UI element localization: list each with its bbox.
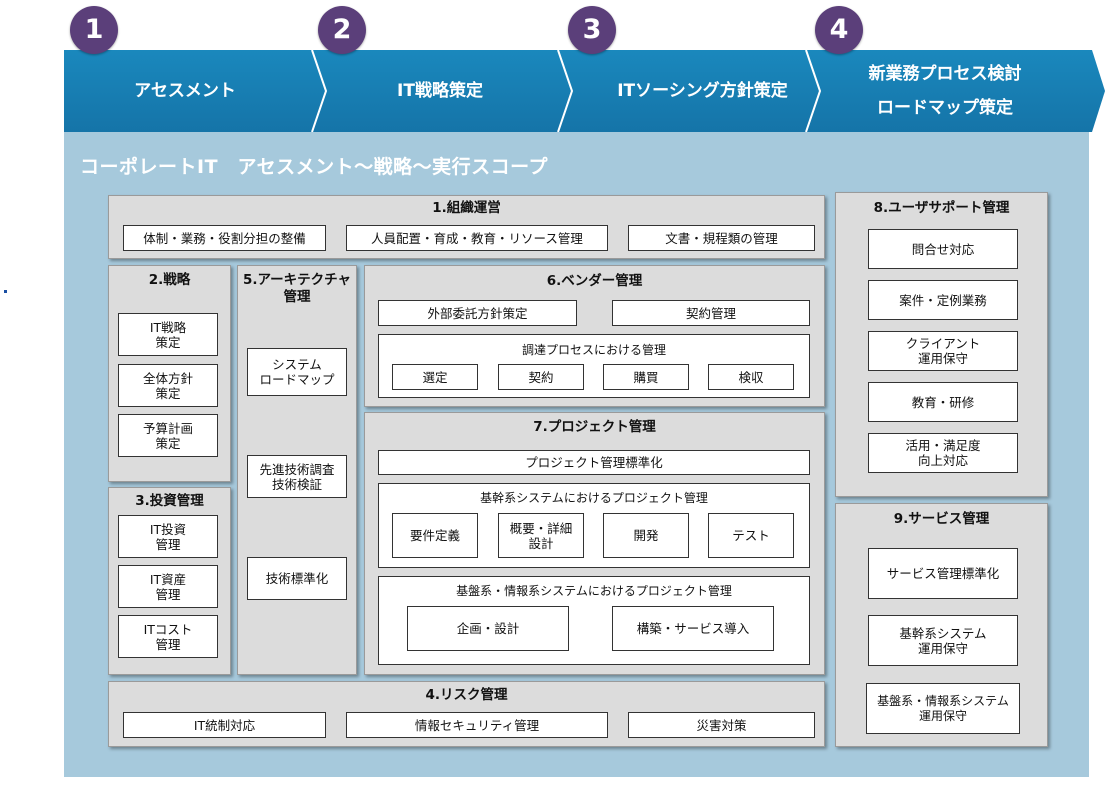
- section-title-risk: 4.リスク管理: [425, 687, 508, 703]
- investment-item-it-assets: IT資産 管理: [118, 565, 218, 608]
- strategy-item-budget: 予算計画 策定: [118, 414, 218, 457]
- phase-divider: [805, 50, 822, 132]
- service-item-infra-maintenance: 基盤系・情報系システム 運用保守: [866, 683, 1020, 734]
- architecture-item-tech-standard: 技術標準化: [247, 557, 347, 600]
- core-project-title: 基幹系システムにおけるプロジェクト管理: [480, 491, 708, 505]
- service-item-core-maintenance: 基幹系システム 運用保守: [868, 615, 1018, 666]
- investment-item-it-cost: ITコスト 管理: [118, 615, 218, 658]
- support-item-inquiry: 問合せ対応: [868, 229, 1018, 269]
- phase-divider: [311, 50, 328, 132]
- stray-dot: [4, 290, 7, 293]
- section-title-project: 7.プロジェクト管理: [533, 419, 656, 435]
- section-title-vendor: 6.ベンダー管理: [546, 273, 643, 289]
- phase-label-it-strategy: IT戦略策定: [397, 81, 483, 101]
- vendor-item-outsourcing-policy: 外部委託方針策定: [378, 300, 577, 326]
- step-number-4: 4: [815, 6, 863, 54]
- section-title-service: 9.サービス管理: [893, 511, 990, 527]
- section-title-investment: 3.投資管理: [135, 493, 204, 509]
- project-item-standardization: プロジェクト管理標準化: [378, 450, 810, 475]
- infra-project-title: 基盤系・情報系システムにおけるプロジェクト管理: [456, 584, 732, 598]
- risk-item-info-security: 情報セキュリティ管理: [346, 712, 608, 738]
- step-number-2: 2: [318, 6, 366, 54]
- phase-divider: [557, 50, 574, 132]
- architecture-item-tech-research: 先進技術調査 技術検証: [247, 455, 347, 498]
- support-item-cases: 案件・定例業務: [868, 280, 1018, 320]
- section-title-strategy: 2.戦略: [148, 272, 191, 288]
- phase-label-assessment: アセスメント: [134, 81, 236, 101]
- procurement-title: 調達プロセスにおける管理: [521, 343, 666, 357]
- org-item-staffing: 人員配置・育成・教育・リソース管理: [346, 225, 608, 251]
- procurement-item-contract: 契約: [498, 364, 584, 390]
- procurement-item-purchase: 購買: [603, 364, 689, 390]
- step-number-3: 3: [568, 6, 616, 54]
- core-item-requirements: 要件定義: [392, 513, 478, 558]
- investment-item-it-investment: IT投資 管理: [118, 515, 218, 558]
- section-title-org: 1.組織運営: [432, 200, 501, 216]
- step-number-1: 1: [70, 6, 118, 54]
- phase-label-new-process: 新業務プロセス検討 ロードマップ策定: [868, 64, 1022, 118]
- strategy-item-it-strategy: IT戦略 策定: [118, 313, 218, 356]
- core-item-test: テスト: [708, 513, 794, 558]
- strategy-item-overall-policy: 全体方針 策定: [118, 364, 218, 407]
- procurement-item-inspection: 検収: [708, 364, 794, 390]
- core-item-design: 概要・詳細 設計: [498, 513, 584, 558]
- architecture-item-roadmap: システム ロードマップ: [247, 348, 347, 396]
- phase-chevron-bar: [64, 50, 1105, 132]
- risk-item-disaster: 災害対策: [628, 712, 815, 738]
- phase-label-it-sourcing: ITソーシング方針策定: [617, 81, 788, 101]
- vendor-item-contract-management: 契約管理: [612, 300, 810, 326]
- support-item-satisfaction: 活用・満足度 向上対応: [868, 433, 1018, 473]
- org-item-documents: 文書・規程類の管理: [628, 225, 815, 251]
- support-item-client-maintenance: クライアント 運用保守: [868, 331, 1018, 371]
- section-title-architecture: 5.アーキテクチャ 管理: [242, 272, 352, 305]
- service-item-standardization: サービス管理標準化: [868, 548, 1018, 599]
- phase-bar-background: [64, 50, 1105, 132]
- infra-item-planning: 企画・設計: [407, 606, 569, 651]
- infra-item-build: 構築・サービス導入: [612, 606, 774, 651]
- section-title-user-support: 8.ユーザサポート管理: [873, 200, 1010, 216]
- risk-item-it-control: IT統制対応: [123, 712, 326, 738]
- scope-title: コーポレートIT アセスメント〜戦略〜実行スコープ: [80, 156, 549, 178]
- org-item-structure: 体制・業務・役割分担の整備: [123, 225, 326, 251]
- core-item-development: 開発: [603, 513, 689, 558]
- procurement-item-selection: 選定: [392, 364, 478, 390]
- support-item-training: 教育・研修: [868, 382, 1018, 422]
